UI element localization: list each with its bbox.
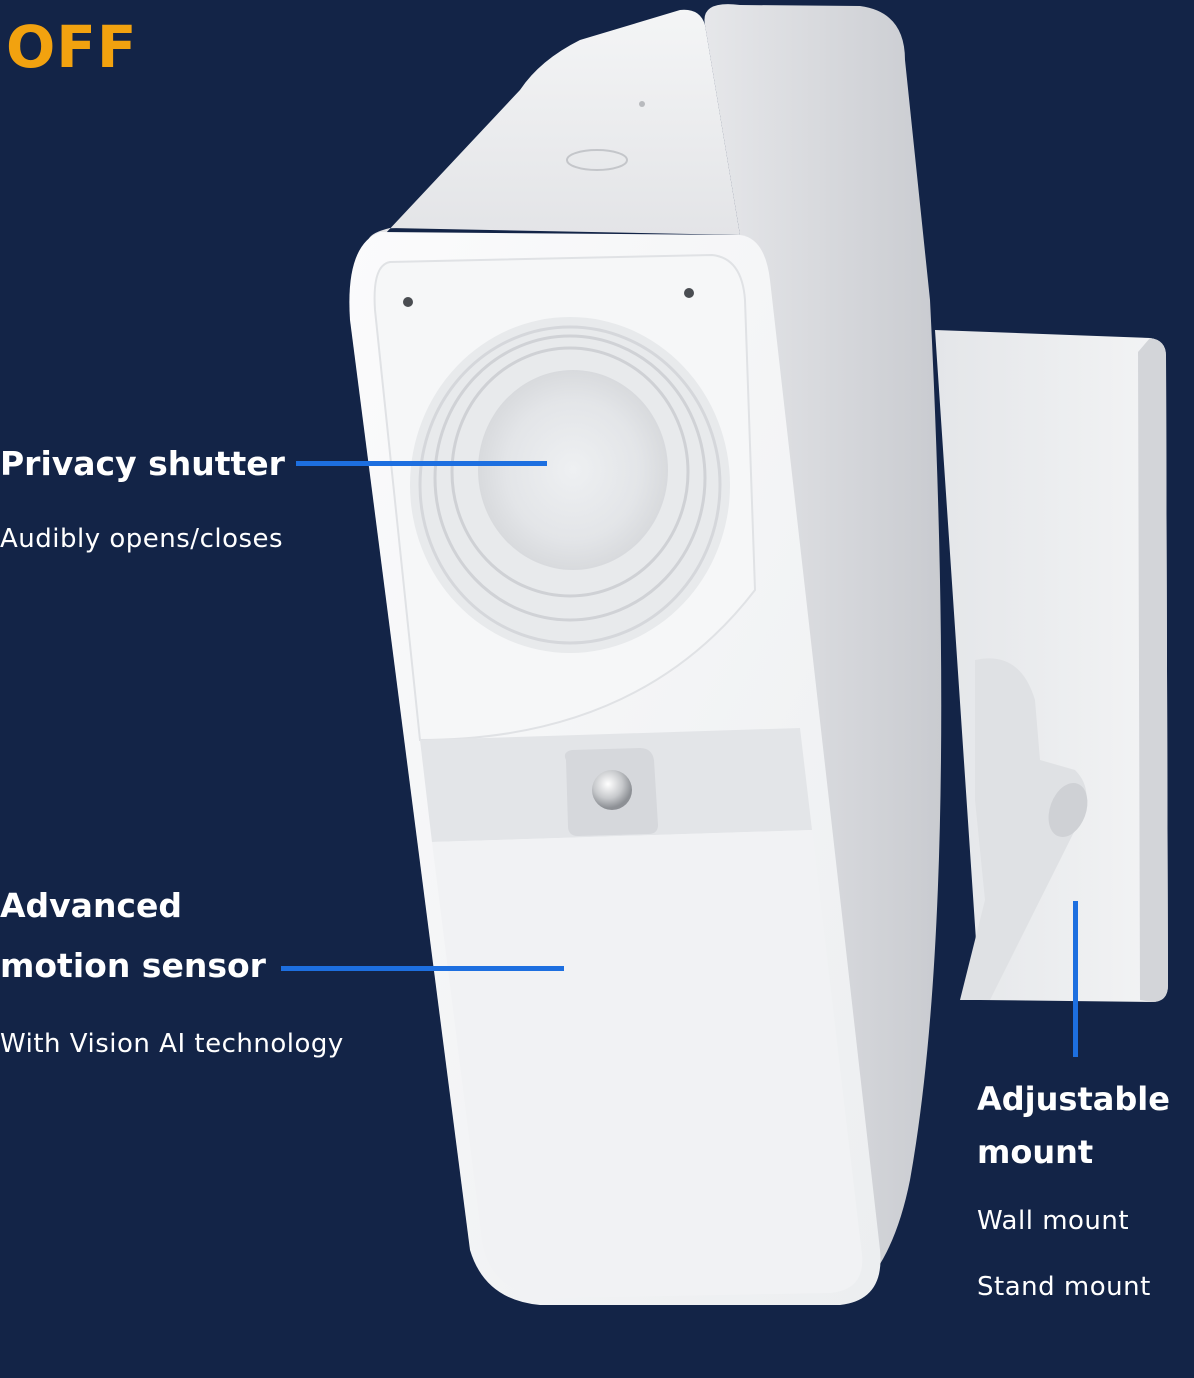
motion-sensor-title-line2: motion sensor: [0, 946, 266, 985]
motion-sensor-leader-line: [281, 966, 564, 971]
camera-top: [367, 9, 740, 250]
motion-sensor-description: With Vision AI technology: [0, 1029, 344, 1059]
privacy-shutter-description: Audibly opens/closes: [0, 524, 284, 554]
mount-option-stand: Stand mount: [977, 1272, 1151, 1302]
privacy-shutter-leader-line: [296, 461, 547, 466]
motion-sensor-title-line1: Advanced: [0, 886, 182, 925]
mount-title-line2: mount: [977, 1133, 1094, 1171]
wall-plate: [935, 330, 1168, 1002]
mount-title-line1: Adjustable: [977, 1080, 1170, 1118]
privacy-shutter-lens: [410, 317, 730, 653]
privacy-shutter-title: Privacy shutter: [0, 444, 285, 483]
mount-leader-line: [1073, 901, 1078, 1057]
status-label: OFF: [6, 13, 138, 81]
mount-arm: [960, 658, 1087, 1000]
mount-option-wall: Wall mount: [977, 1206, 1130, 1236]
